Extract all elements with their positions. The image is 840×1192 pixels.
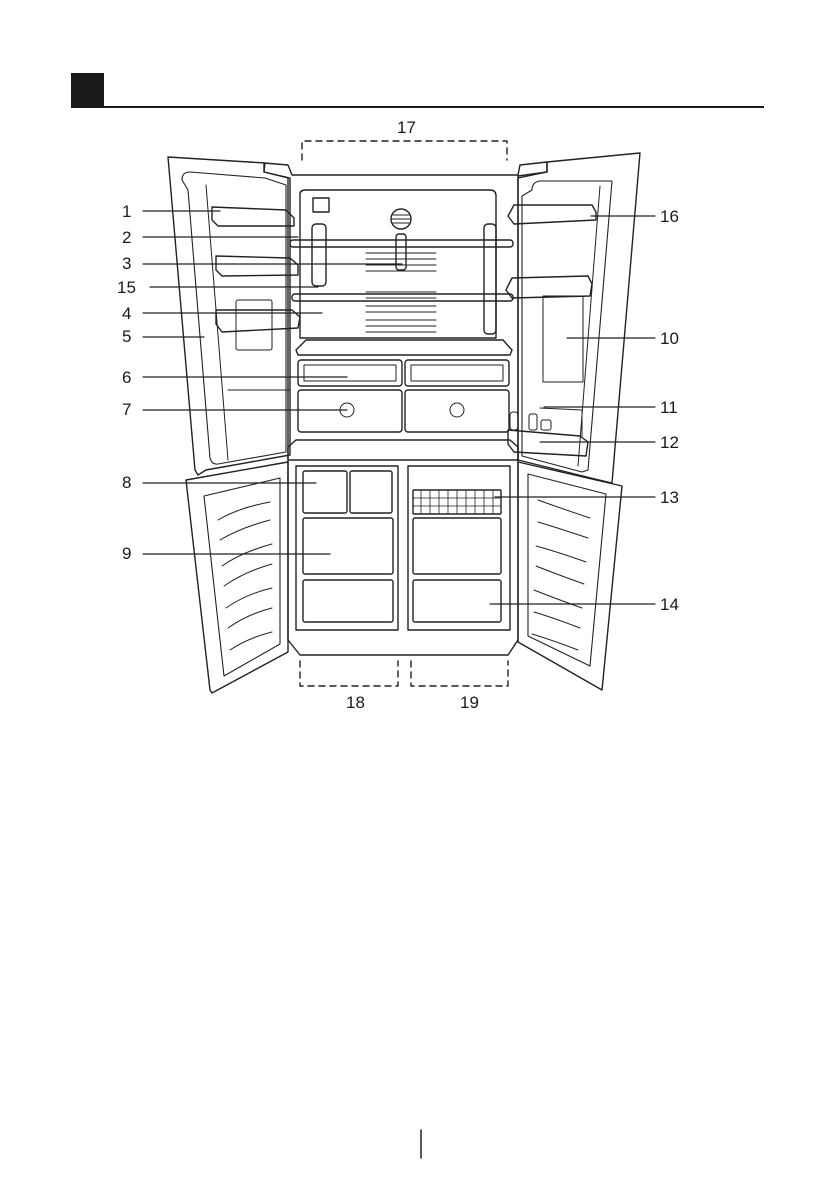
drawer-7-right [405, 390, 509, 432]
dispenser [236, 300, 272, 350]
door-bin-12 [508, 430, 588, 456]
callout-10: 10 [660, 330, 679, 347]
callout-13: 13 [660, 489, 679, 506]
door-bin-1 [212, 207, 294, 226]
bottom-area-right [411, 661, 508, 686]
callout-2: 2 [122, 229, 131, 246]
drawer-7-left [298, 390, 402, 432]
freezer-drawer-left-low [303, 580, 393, 622]
door-bin-16 [508, 205, 596, 224]
callout-17: 17 [397, 119, 416, 136]
callout-18: 18 [346, 694, 365, 711]
right-lower-door-shelves [532, 500, 590, 650]
freezer-drawer-14 [413, 580, 501, 622]
side-rail [312, 224, 326, 286]
callout-3: 3 [122, 255, 131, 272]
right-upper-door [518, 153, 640, 483]
left-lower-door-shelves [218, 502, 272, 650]
middle-divider [288, 440, 518, 460]
callout-1: 1 [122, 203, 131, 220]
callout-11: 11 [660, 399, 678, 416]
shelf-upper [290, 240, 513, 247]
callout-14: 14 [660, 596, 679, 613]
callout-4: 4 [122, 305, 131, 322]
freezer-drawer-right-mid [413, 518, 501, 574]
callout-9: 9 [122, 545, 131, 562]
crisper-cover [296, 340, 512, 355]
top-hinge-area [302, 141, 507, 160]
callout-19: 19 [460, 694, 479, 711]
callout-6: 6 [122, 369, 131, 386]
callout-12: 12 [660, 434, 679, 451]
callout-16: 16 [660, 208, 679, 225]
back-vents [366, 253, 436, 332]
callout-7: 7 [122, 401, 131, 418]
freezer-tray-left-b [350, 471, 392, 513]
door-panel-10 [543, 296, 583, 382]
callout-15: 15 [117, 279, 136, 296]
ice-maker [313, 198, 329, 212]
bottle-holder [510, 408, 582, 436]
drawer-6-right [405, 360, 509, 386]
freezer-tray-left-a [303, 471, 347, 513]
callout-5: 5 [122, 328, 131, 345]
bottom-area-left [300, 661, 398, 686]
door-bin-10 [506, 276, 592, 298]
freezer-drawer-9 [303, 518, 393, 574]
callout-8: 8 [122, 474, 131, 491]
drawer-6-left [298, 360, 402, 386]
